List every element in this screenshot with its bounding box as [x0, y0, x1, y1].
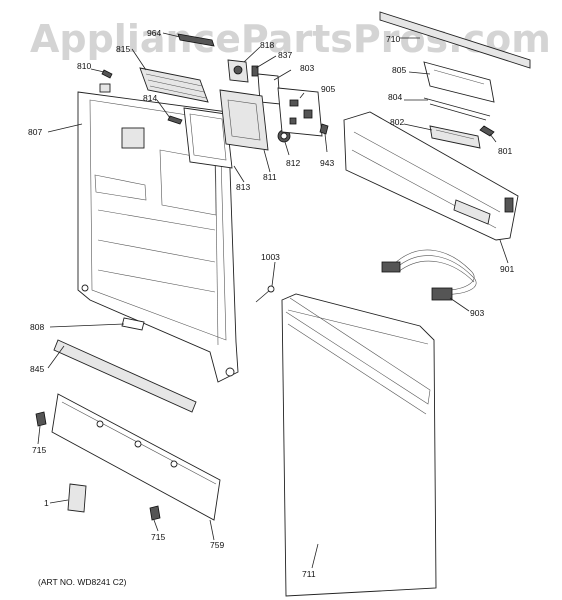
callout-715-bottom: 715 [151, 532, 165, 542]
callout-964: 964 [147, 28, 161, 38]
keypad-802 [429, 125, 481, 149]
outer-door-711 [281, 293, 437, 597]
callout-759: 759 [210, 540, 224, 550]
screw-801 [479, 125, 495, 137]
callout-labels: 964 815 818 837 803 810 905 710 805 804 … [28, 28, 514, 579]
wire-harness-903 [381, 249, 477, 301]
bracket-804 [423, 97, 491, 121]
callout-805: 805 [392, 65, 406, 75]
callout-802: 802 [390, 117, 404, 127]
callout-807: 807 [28, 127, 42, 137]
callout-903: 903 [470, 308, 484, 318]
callout-815: 815 [116, 44, 130, 54]
callout-801: 801 [498, 146, 512, 156]
screw-715-left [35, 411, 47, 427]
callout-808: 808 [30, 322, 44, 332]
callout-811: 811 [263, 172, 277, 182]
callout-905: 905 [321, 84, 335, 94]
callout-711: 711 [302, 569, 316, 579]
screw-814 [167, 115, 183, 125]
callout-813: 813 [236, 182, 250, 192]
bracket-805 [423, 61, 495, 103]
dispenser-811 [219, 89, 269, 151]
callout-943: 943 [320, 158, 334, 168]
control-panel-901 [343, 111, 519, 241]
clip-808 [121, 317, 145, 331]
vent-actuator [227, 59, 259, 83]
callout-812: 812 [286, 158, 300, 168]
trim-845 [53, 339, 197, 413]
gasket-813 [183, 107, 233, 169]
literature-1 [67, 483, 87, 513]
vent-tube [177, 33, 215, 47]
callout-901: 901 [500, 264, 514, 274]
callout-710: 710 [386, 34, 400, 44]
knob-812 [277, 129, 291, 143]
control-board-905 [277, 87, 323, 137]
inner-door-panel [77, 83, 239, 383]
callout-1003: 1003 [261, 252, 280, 262]
callout-818: 818 [260, 40, 274, 50]
clip-943 [319, 123, 329, 135]
callout-715-left: 715 [32, 445, 46, 455]
screw-715-bottom [149, 505, 161, 521]
callout-810: 810 [77, 61, 91, 71]
top-rail-710 [379, 11, 531, 69]
leader-lines [37, 32, 509, 569]
toe-panel-759 [51, 393, 221, 521]
screw-810 [101, 69, 113, 79]
callout-804: 804 [388, 92, 402, 102]
vent-grille [139, 67, 209, 103]
callout-845: 845 [30, 364, 44, 374]
art-number: (ART NO. WD8241 C2) [38, 577, 127, 587]
callout-814: 814 [143, 93, 157, 103]
callout-837: 837 [278, 50, 292, 60]
callout-803: 803 [300, 63, 314, 73]
callout-1: 1 [44, 498, 49, 508]
pin-1003 [255, 285, 275, 303]
